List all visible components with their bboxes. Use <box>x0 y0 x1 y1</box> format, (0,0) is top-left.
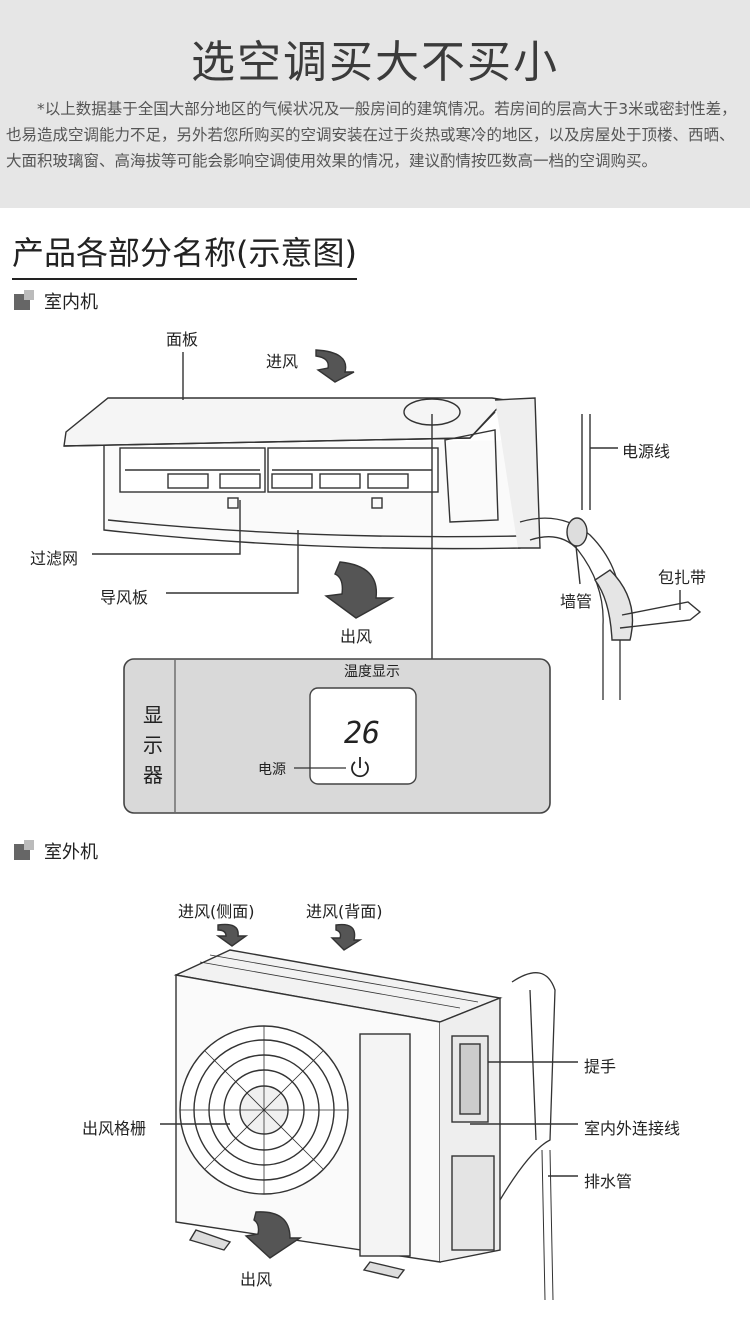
label-panel: 面板 <box>166 330 199 349</box>
display-temp-value: 26 <box>344 716 381 751</box>
label-deflector: 导风板 <box>100 588 149 607</box>
display-power-label: 电源 <box>258 762 286 778</box>
label-air-out-indoor: 出风 <box>340 627 373 646</box>
label-handle: 提手 <box>584 1057 617 1076</box>
outdoor-heading: 室外机 <box>14 838 98 864</box>
label-drain-pipe: 排水管 <box>584 1172 633 1191</box>
page-title: 选空调买大不买小 <box>191 37 559 88</box>
display-temp-label: 温度显示 <box>344 664 400 680</box>
header-note: *以上数据基于全国大部分地区的气候状况及一般房间的建筑情况。若房间的层高大于3米… <box>6 100 737 170</box>
indoor-heading-text: 室内机 <box>44 292 98 313</box>
section-marker-icon <box>14 840 34 860</box>
label-outlet-grille: 出风格栅 <box>82 1119 147 1138</box>
label-connect-wire: 室内外连接线 <box>584 1119 681 1138</box>
section-marker-icon <box>14 290 34 310</box>
label-air-in-back: 进风(背面) <box>306 902 383 921</box>
label-air-in-side: 进风(侧面) <box>178 902 255 921</box>
display-title: 显示器 <box>143 703 163 787</box>
indoor-heading: 室内机 <box>14 288 98 314</box>
label-wall-pipe: 墙管 <box>560 592 593 611</box>
display-screen <box>309 687 417 785</box>
label-power-cord: 电源线 <box>622 442 671 461</box>
section-title: 产品各部分名称(示意图) <box>12 228 357 280</box>
label-wrap-tape: 包扎带 <box>658 568 707 587</box>
header-band <box>0 0 750 208</box>
label-filter: 过滤网 <box>30 549 79 568</box>
outdoor-heading-text: 室外机 <box>44 842 98 863</box>
power-icon <box>351 757 369 778</box>
label-air-out-outdoor: 出风 <box>240 1270 273 1289</box>
label-air-in: 进风 <box>266 352 299 371</box>
